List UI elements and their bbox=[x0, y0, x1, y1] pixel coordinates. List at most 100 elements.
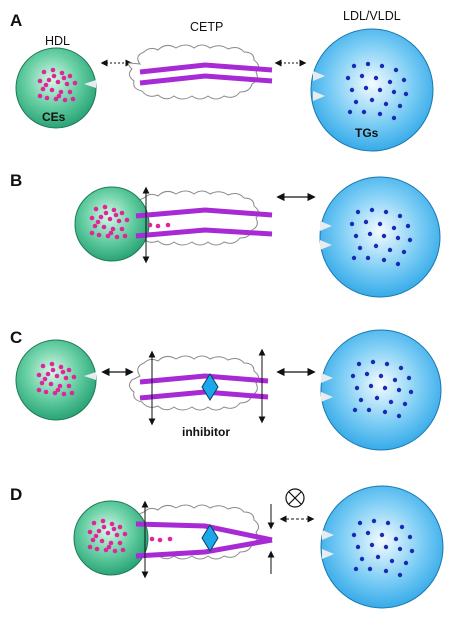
lipid-dot bbox=[70, 96, 76, 102]
lipid-dot bbox=[364, 371, 370, 377]
lipid-dot bbox=[369, 542, 375, 548]
cetp-stripe-top bbox=[139, 373, 269, 385]
ldl-vldl-particle bbox=[319, 176, 441, 298]
lipid-dot bbox=[91, 520, 97, 526]
lipid-dot bbox=[368, 383, 374, 389]
lipid-dot bbox=[50, 67, 56, 73]
lipid-dot bbox=[94, 546, 100, 552]
lipid-dot bbox=[60, 369, 66, 375]
lipid-dot bbox=[41, 69, 47, 75]
lipid-dot bbox=[119, 210, 125, 216]
lipid-dot bbox=[87, 529, 93, 535]
hdl-ce-dots bbox=[36, 361, 77, 397]
lipid-dot bbox=[59, 70, 65, 76]
lipid-dot bbox=[359, 73, 365, 79]
lipid-dot bbox=[108, 540, 114, 546]
lipid-dot bbox=[40, 86, 46, 92]
lipid-dot bbox=[96, 232, 102, 238]
lipid-dot bbox=[36, 372, 42, 378]
lipid-dot bbox=[397, 103, 403, 109]
lipid-dot bbox=[385, 520, 391, 526]
hdl-binding-notch bbox=[84, 80, 96, 88]
lipid-dot bbox=[117, 524, 123, 530]
lipid-dot bbox=[36, 387, 42, 393]
lipid-dot bbox=[353, 99, 359, 105]
lipid-dot bbox=[379, 63, 385, 69]
lipid-dot bbox=[37, 93, 43, 99]
lipid-dot bbox=[57, 383, 63, 389]
lipid-dot bbox=[375, 554, 381, 560]
lipid-dot bbox=[365, 255, 371, 261]
inhibitor-diamond bbox=[201, 524, 219, 552]
lipid-dot bbox=[397, 572, 403, 578]
lipid-dot bbox=[55, 79, 61, 85]
lipid-dot bbox=[45, 371, 51, 377]
lipid-dot bbox=[355, 209, 361, 215]
lipid-dot bbox=[106, 544, 112, 550]
lipid-dot bbox=[347, 109, 353, 115]
lipid-dot bbox=[379, 532, 385, 538]
lipid-dot bbox=[43, 82, 49, 88]
lipid-dot bbox=[58, 89, 64, 95]
lipid-dot bbox=[89, 230, 95, 236]
lipid-dot bbox=[351, 532, 357, 538]
lipid-dot bbox=[98, 214, 104, 220]
lipid-dot bbox=[349, 87, 355, 93]
lipid-dot bbox=[67, 73, 73, 79]
ldl-binding-notch-upper bbox=[313, 71, 325, 81]
lipid-dot bbox=[361, 109, 367, 115]
inhibitor-diamond bbox=[201, 373, 219, 401]
hdl-ce-dots bbox=[37, 67, 78, 103]
lipid-dot bbox=[124, 217, 130, 223]
lipid-dot bbox=[58, 364, 64, 370]
panel-c-label: C bbox=[10, 328, 22, 347]
lipid-dot bbox=[147, 222, 153, 228]
lipid-dot bbox=[102, 204, 108, 210]
lipid-dot bbox=[90, 537, 96, 543]
lipid-dot bbox=[40, 363, 46, 369]
lipid-dot bbox=[391, 89, 397, 95]
hdl-particle bbox=[73, 500, 149, 576]
lipid-dot bbox=[351, 63, 357, 69]
inhibitor-label: inhibitor bbox=[182, 425, 230, 439]
lipid-dot bbox=[384, 361, 390, 367]
lipid-dot bbox=[363, 85, 369, 91]
ldl-binding-notch-lower bbox=[320, 240, 332, 250]
lipid-dot bbox=[395, 261, 401, 267]
lipid-dot bbox=[371, 518, 377, 524]
lipid-dot bbox=[353, 233, 359, 239]
panel-c: inhibitor bbox=[15, 329, 442, 451]
lipid-dot bbox=[37, 78, 43, 84]
lipid-dot bbox=[409, 548, 415, 554]
lipid-dot bbox=[105, 530, 111, 536]
lipid-dot bbox=[101, 524, 107, 530]
ldl-binding-notch-lower bbox=[313, 91, 325, 101]
lipid-dot bbox=[110, 226, 116, 232]
lipid-dot bbox=[387, 247, 393, 253]
lipid-dot bbox=[408, 389, 414, 395]
lipid-dot bbox=[87, 544, 93, 550]
lipid-dot bbox=[155, 223, 161, 229]
lipid-dot bbox=[109, 521, 115, 527]
lipid-dot bbox=[55, 387, 61, 393]
lipid-dot bbox=[93, 206, 99, 212]
lipid-dot bbox=[67, 89, 73, 95]
lipid-dot bbox=[403, 560, 409, 566]
hdl-label: HDL bbox=[45, 34, 70, 48]
lipid-dot bbox=[49, 361, 55, 367]
lipid-dot bbox=[69, 390, 75, 396]
lipid-dot bbox=[345, 75, 351, 81]
lipid-dot bbox=[51, 73, 57, 79]
lipid-dot bbox=[405, 223, 411, 229]
lipid-dot bbox=[401, 249, 407, 255]
lipid-dot bbox=[89, 215, 95, 221]
lipid-dot bbox=[95, 219, 101, 225]
panel-b-label: B bbox=[10, 171, 22, 190]
lipid-dot bbox=[43, 389, 49, 395]
lipid-dot bbox=[149, 536, 155, 542]
lipid-dot bbox=[72, 80, 78, 86]
cetp-ce-dots bbox=[147, 222, 171, 229]
lipid-dot bbox=[111, 526, 117, 532]
lipid-dot bbox=[402, 401, 408, 407]
cetp-stripe-bottom bbox=[135, 227, 273, 239]
